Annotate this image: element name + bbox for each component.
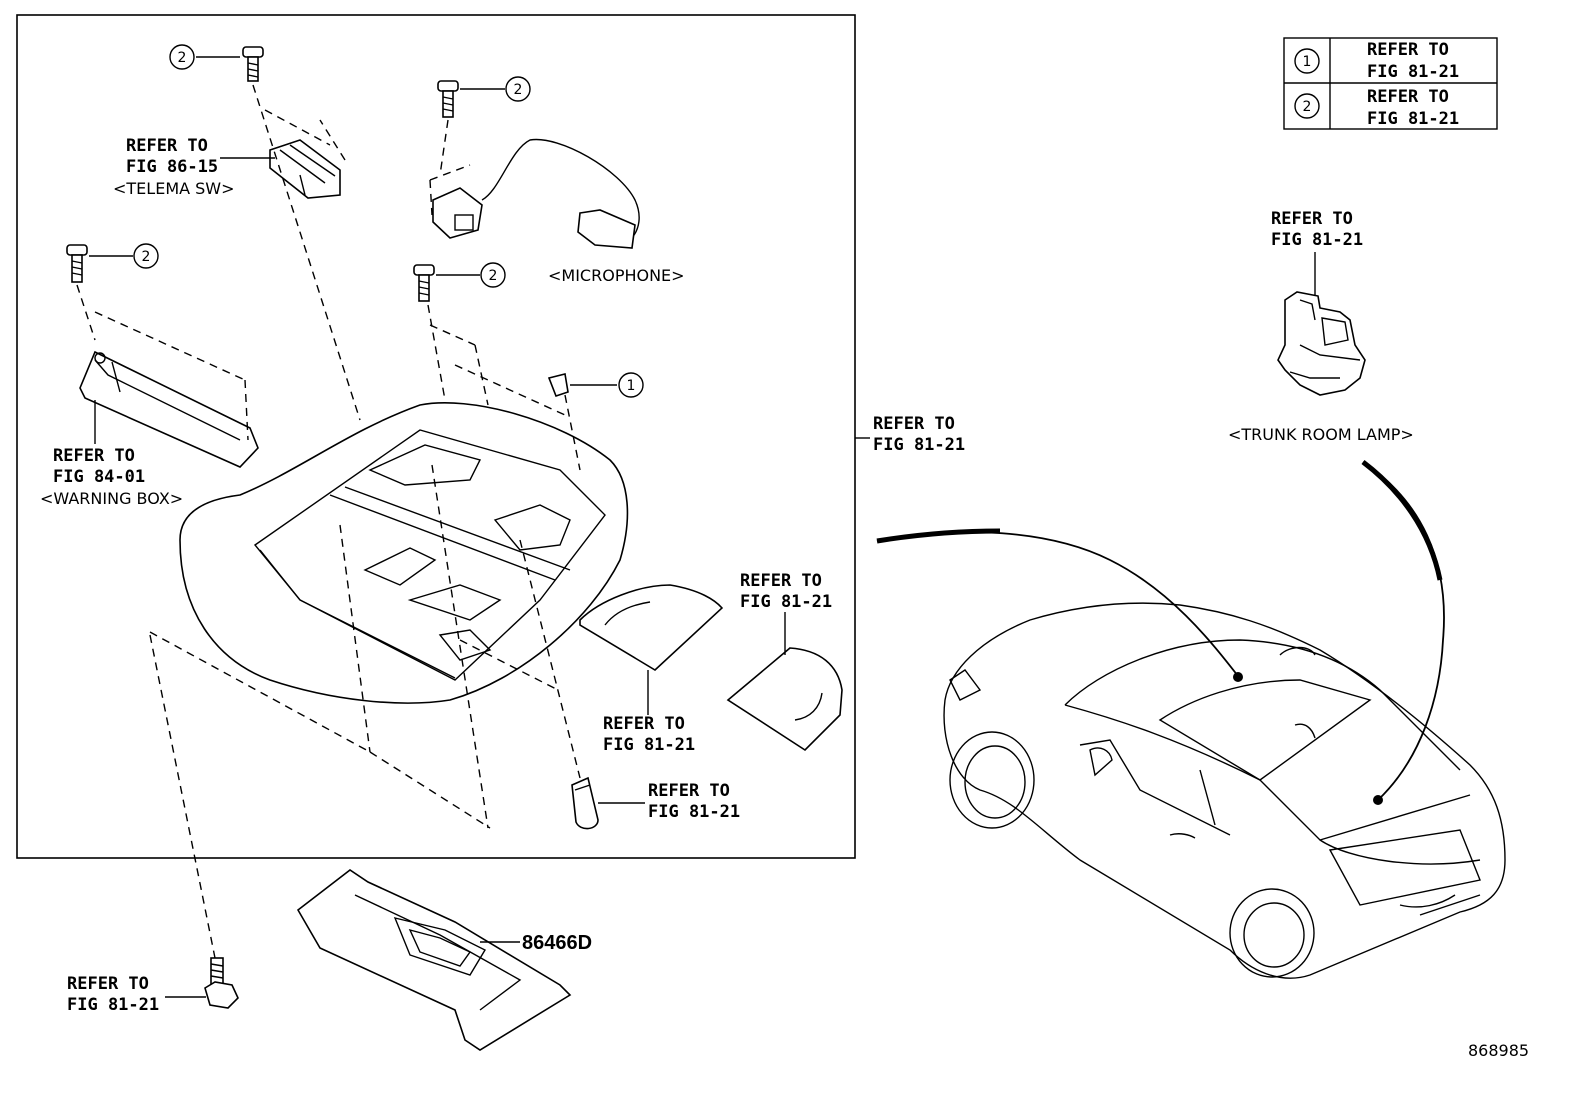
dashed-leaders <box>76 84 581 959</box>
bulb-refer: REFER TO <box>648 781 730 801</box>
screw-center: 2 <box>413 262 506 302</box>
console-frame <box>179 402 629 704</box>
frame-refer: REFER TO <box>873 414 955 434</box>
screw-mic: 2 <box>437 76 531 118</box>
warning-refer: REFER TO <box>53 446 135 466</box>
legend-fig-2: FIG 81-21 <box>1367 109 1459 129</box>
trunk-name: <TRUNK ROOM LAMP> <box>1228 425 1414 444</box>
legend-fig-1: FIG 81-21 <box>1367 62 1459 82</box>
legend-num-2: 2 <box>1303 99 1312 115</box>
callout-2-a: 2 <box>178 50 187 66</box>
warning-box <box>79 350 259 468</box>
telema-refer: REFER TO <box>126 136 208 156</box>
telema-fig: FIG 86-15 <box>126 157 218 177</box>
trunk-fig: FIG 81-21 <box>1271 230 1363 250</box>
trunk-dot <box>1373 795 1383 805</box>
legend-num-1: 1 <box>1303 54 1312 70</box>
warning-name: <WARNING BOX> <box>40 489 183 508</box>
car-illustration <box>943 602 1506 979</box>
lens-right-refer: REFER TO <box>740 571 822 591</box>
telema-switch <box>269 139 341 199</box>
cover-86466d <box>296 869 572 1051</box>
bulb-fig: FIG 81-21 <box>648 802 740 822</box>
roof-dot <box>1233 672 1243 682</box>
legend-refer-2: REFER TO <box>1367 87 1449 107</box>
callout-2-b: 2 <box>514 82 523 98</box>
bolt-bottom <box>204 957 239 1009</box>
lens-right-fig: FIG 81-21 <box>740 592 832 612</box>
leader-roof-thick <box>876 528 1001 544</box>
microphone-name: <MICROPHONE> <box>548 266 685 285</box>
lens-middle <box>579 584 724 671</box>
drawing-id: 868985 <box>1468 1041 1529 1060</box>
screw-left: 2 <box>66 243 159 283</box>
lens-mid-fig: FIG 81-21 <box>603 735 695 755</box>
screw-top: 2 <box>169 44 264 82</box>
telema-name: <TELEMA SW> <box>113 179 235 198</box>
leader-trunk-thick <box>1361 460 1443 581</box>
trunk-room-lamp <box>1277 291 1366 396</box>
warning-fig: FIG 84-01 <box>53 467 145 487</box>
callout-2-d: 2 <box>489 268 498 284</box>
lens-right <box>726 647 843 752</box>
callout-1: 1 <box>627 378 636 394</box>
lens-mid-refer: REFER TO <box>603 714 685 734</box>
bulb <box>571 776 599 830</box>
assembly-frame <box>16 14 856 859</box>
leader-roof <box>876 531 1239 677</box>
bolt-refer: REFER TO <box>67 974 149 994</box>
clip-part: 1 <box>547 372 644 398</box>
trunk-refer: REFER TO <box>1271 209 1353 229</box>
leader-trunk <box>1362 461 1445 801</box>
callout-2-c: 2 <box>142 249 151 265</box>
microphone-part <box>432 138 640 249</box>
legend-table: 1 REFER TO FIG 81-21 2 REFER TO FIG 81-2… <box>1283 37 1498 130</box>
part-number: 86466D <box>522 932 592 954</box>
legend-refer-1: REFER TO <box>1367 40 1449 60</box>
frame-fig: FIG 81-21 <box>873 435 965 455</box>
bolt-fig: FIG 81-21 <box>67 995 159 1015</box>
